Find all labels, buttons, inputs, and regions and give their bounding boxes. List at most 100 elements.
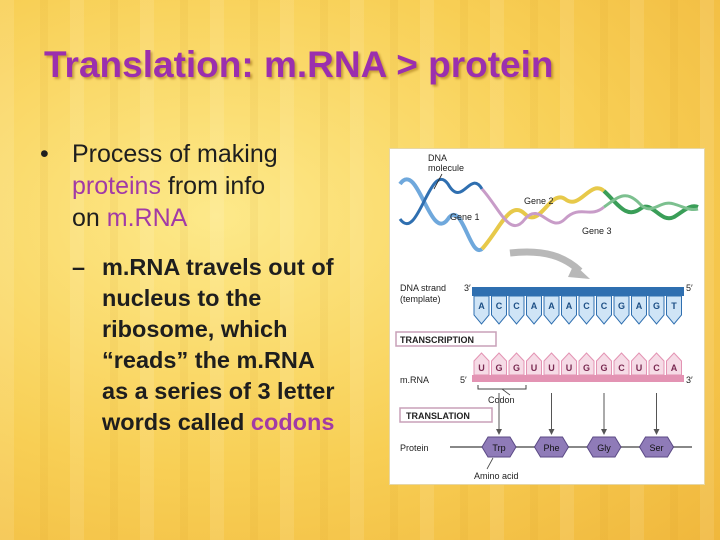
dna-base — [578, 295, 595, 325]
mrna-base-letter: U — [548, 363, 555, 373]
mrna-base-letter: U — [478, 363, 485, 373]
dna-label-2: molecule — [428, 163, 464, 173]
highlight-codons: codons — [250, 409, 335, 435]
codon-label: Codon — [488, 395, 515, 405]
dna-base — [648, 295, 665, 325]
mrna-base — [473, 352, 490, 376]
dna-base — [508, 295, 525, 325]
dna-base — [596, 295, 612, 325]
dna-label-1: DNA — [428, 153, 447, 163]
gene-1-label: Gene 1 — [450, 212, 480, 222]
mrna-base — [666, 352, 682, 376]
dna-base-letter: A — [548, 301, 555, 311]
sub-line-4: “reads” the m.RNA — [102, 347, 315, 373]
mrna-base — [613, 352, 630, 376]
mrna-base-letter: G — [583, 363, 590, 373]
slide-title: Translation: m.RNA > protein — [44, 44, 554, 85]
translation-arrows — [496, 393, 660, 435]
mrna-base-letter: G — [495, 363, 502, 373]
amino-acid-name: Phe — [543, 443, 559, 453]
mrna-3-prime: 3′ — [686, 375, 693, 385]
dna-base-letter: C — [583, 301, 590, 311]
mrna-base — [508, 352, 525, 376]
codon-leader — [501, 388, 511, 396]
mrna-base — [631, 352, 647, 376]
mrna-base — [648, 352, 665, 376]
dna-base-letter: T — [671, 301, 677, 311]
bullet-line-3-pre: on — [72, 204, 107, 232]
codon-bracket — [477, 385, 527, 390]
mrna-base-letter: G — [600, 363, 607, 373]
dna-base — [613, 295, 630, 325]
amino-acid — [481, 436, 517, 458]
gene-3-label: Gene 3 — [582, 226, 612, 236]
amino-acids: Trp Phe Gly Ser — [481, 436, 675, 470]
transcription-label: TRANSCRIPTION — [400, 335, 474, 345]
mrna-base-letter: C — [653, 363, 660, 373]
mrna-backbone — [472, 375, 684, 382]
amino-acid — [533, 436, 570, 458]
translation-arrow-head — [496, 429, 502, 435]
mrna-base-letter: U — [531, 363, 538, 373]
mrna-base-letter: A — [671, 363, 678, 373]
amino-acid-label: Amino acid — [474, 471, 519, 481]
dna-base-letter: G — [653, 301, 660, 311]
sub-line-6-pre: words called — [102, 409, 251, 435]
dna-base — [561, 295, 577, 325]
mrna-base-letter: U — [636, 363, 643, 373]
amino-acid-name: Gly — [597, 443, 611, 453]
dna-base-letter: A — [478, 301, 485, 311]
dna-strand-label-2: (template) — [400, 294, 441, 304]
dna-base — [543, 295, 560, 325]
mrna-base — [491, 352, 507, 376]
zoom-arrow-head — [568, 264, 590, 279]
bullet-line-2: from info — [160, 172, 266, 200]
highlight-proteins: proteins — [72, 172, 161, 200]
amino-acid-leader — [486, 457, 494, 470]
dna-helix — [398, 177, 699, 253]
mrna-base — [561, 352, 577, 376]
sub-bullet-marker: – — [72, 254, 86, 280]
bullet-line-1: Process of making — [72, 140, 278, 168]
amino-acid — [638, 436, 675, 458]
mrna-base — [526, 352, 542, 376]
sub-line-2: nucleus to the — [102, 285, 262, 311]
dna-base-letter: G — [618, 301, 625, 311]
bullet-marker: • — [40, 140, 49, 168]
translation-figure: DNA molecule Gene 1 Gene 2 Gene 3 DNA st… — [390, 149, 704, 484]
dna-label-leader — [433, 173, 443, 190]
mrna-base — [578, 352, 595, 376]
sub-line-1: m.RNA travels out of — [102, 254, 334, 280]
dna-base-letter: C — [513, 301, 520, 311]
mrna-5-prime: 5′ — [460, 375, 467, 385]
main-bullet: • Process of making proteins from info o… — [30, 138, 380, 234]
mrna-base-letter: G — [513, 363, 520, 373]
dna-base-letter: A — [566, 301, 573, 311]
amino-acid-name: Ser — [649, 443, 663, 453]
dna-base — [666, 295, 682, 325]
dna-base — [491, 295, 507, 325]
dna-base-letter: C — [601, 301, 608, 311]
dna-base-letter: A — [531, 301, 538, 311]
dna-base-letter: A — [636, 301, 643, 311]
protein-label: Protein — [400, 443, 429, 453]
translation-arrow-head — [653, 429, 660, 435]
dna-base — [526, 295, 542, 325]
dna-backbone — [472, 287, 684, 296]
mrna-base-letter: C — [618, 363, 625, 373]
mrna-base-letter: U — [566, 363, 573, 373]
sub-bullet: – m.RNA travels out of nucleus to the ri… — [30, 252, 380, 438]
sub-line-5: as a series of 3 letter — [102, 378, 335, 404]
sub-line-3: ribosome, which — [102, 316, 288, 342]
amino-acid-name: Trp — [492, 443, 505, 453]
translation-box — [399, 407, 493, 423]
transcription-box — [395, 331, 497, 347]
mrna-label: m.RNA — [400, 375, 429, 385]
highlight-mrna: m.RNA — [106, 204, 188, 232]
dna-3-prime: 3′ — [464, 283, 471, 293]
mrna-base — [596, 352, 612, 376]
dna-5-prime: 5′ — [686, 283, 693, 293]
slide-body: • Process of making proteins from info o… — [30, 138, 380, 438]
